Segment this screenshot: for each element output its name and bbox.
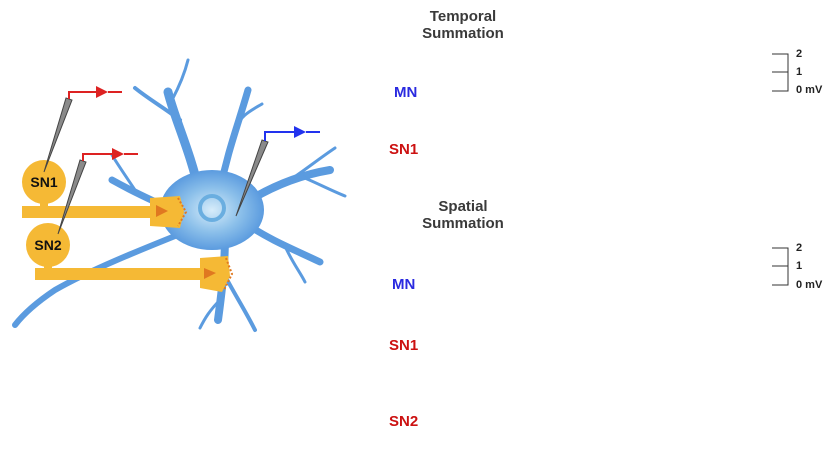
spatial-scale-mid: 1 [796, 260, 803, 272]
sn2-soma [26, 223, 70, 267]
spatial-scale-top: 2 [796, 242, 803, 254]
sn2-axon [35, 268, 215, 280]
temporal-scale-bar [772, 53, 789, 92]
spatial-trace-label-mn: MN [392, 276, 416, 293]
spatial-scale-bottom: 0 mV [796, 279, 823, 291]
spatial-trace-label-sn1: SN1 [389, 337, 419, 354]
temporal-title-line2: Summation [422, 25, 504, 42]
sensory-neuron-1 [22, 160, 188, 228]
nucleus [198, 194, 226, 222]
sn2-label: SN2 [34, 237, 61, 253]
temporal-trace-label-mn: MN [394, 84, 418, 101]
arrow-icon [294, 126, 306, 138]
temporal-summation-title: Temporal Summation [400, 8, 526, 42]
electrode-sn2 [57, 148, 138, 235]
temporal-scale-bottom: 0 mV [796, 84, 823, 96]
arrow-icon [96, 86, 108, 98]
electrode-sn1 [43, 86, 122, 173]
temporal-scale-mid: 1 [796, 66, 803, 78]
spatial-title-line2: Summation [422, 215, 504, 232]
sn2-terminal [200, 256, 230, 292]
sn1-axon [22, 206, 162, 218]
spatial-scale-bar [772, 247, 789, 286]
sn1-label: SN1 [30, 174, 57, 190]
spatial-summation-title: Spatial Summation [400, 198, 526, 232]
spatial-trace-label-sn2: SN2 [389, 413, 419, 430]
motor-neuron-soma [160, 170, 264, 250]
temporal-scale-top: 2 [796, 48, 803, 60]
spatial-title-line1: Spatial [438, 198, 488, 215]
sn1-terminal [150, 196, 184, 228]
temporal-title-line1: Temporal [429, 8, 497, 25]
arrow-icon [112, 148, 124, 160]
neuron-diagram: SN1 SN2 [12, 58, 347, 332]
sn1-synapse [156, 205, 168, 217]
temporal-trace-label-sn1: SN1 [389, 141, 419, 158]
sensory-neuron-2 [26, 223, 234, 292]
sn2-synapse [204, 268, 216, 279]
electrode-mn [235, 126, 320, 217]
sn1-soma [22, 160, 66, 204]
